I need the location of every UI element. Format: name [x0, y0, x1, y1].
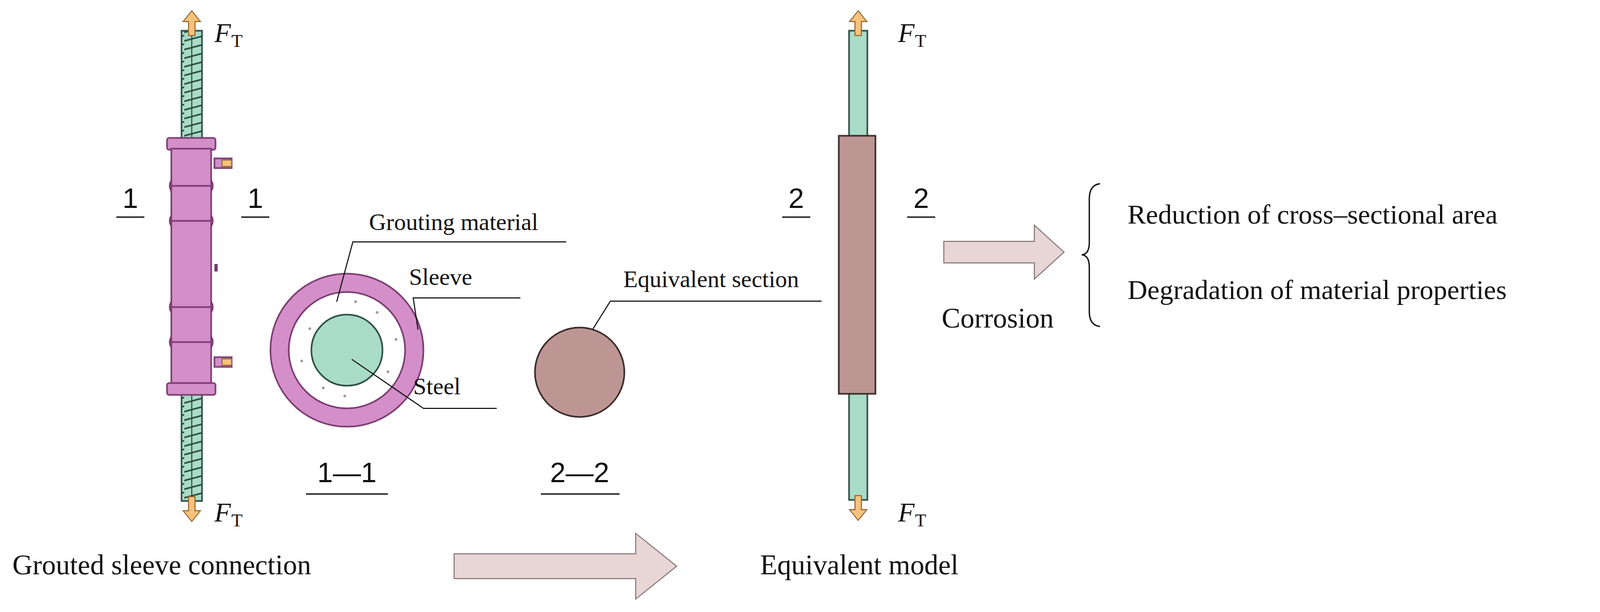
text-label: Sleeve — [408, 265, 472, 290]
symbol-label: 2 — [913, 184, 930, 213]
symbol-label: T — [915, 511, 927, 530]
text-label: Equivalent section — [623, 267, 799, 292]
text-label: Grouted sleeve connection — [12, 551, 311, 580]
symbol-label: T — [231, 31, 243, 51]
symbol-label: T — [231, 511, 243, 530]
text-label: Corrosion — [941, 304, 1054, 333]
text-label: Reduction of cross–sectional area — [1127, 200, 1498, 229]
text-label: 1—1 — [317, 458, 377, 487]
symbol-label: F — [898, 498, 915, 526]
symbol-label: F — [214, 19, 232, 47]
text-label: Equivalent model — [760, 551, 959, 580]
symbol-label: T — [915, 31, 927, 51]
symbol-label: 1 — [122, 184, 139, 213]
text-label: 2—2 — [550, 458, 610, 487]
symbol-label: F — [898, 19, 915, 47]
text-label: Grouting material — [369, 210, 539, 235]
symbol-label: F — [214, 498, 232, 526]
symbol-label: 1 — [247, 184, 264, 213]
text-label: Degradation of material properties — [1127, 276, 1507, 304]
text-label: Steel — [413, 374, 461, 399]
symbol-label: 2 — [788, 184, 805, 213]
